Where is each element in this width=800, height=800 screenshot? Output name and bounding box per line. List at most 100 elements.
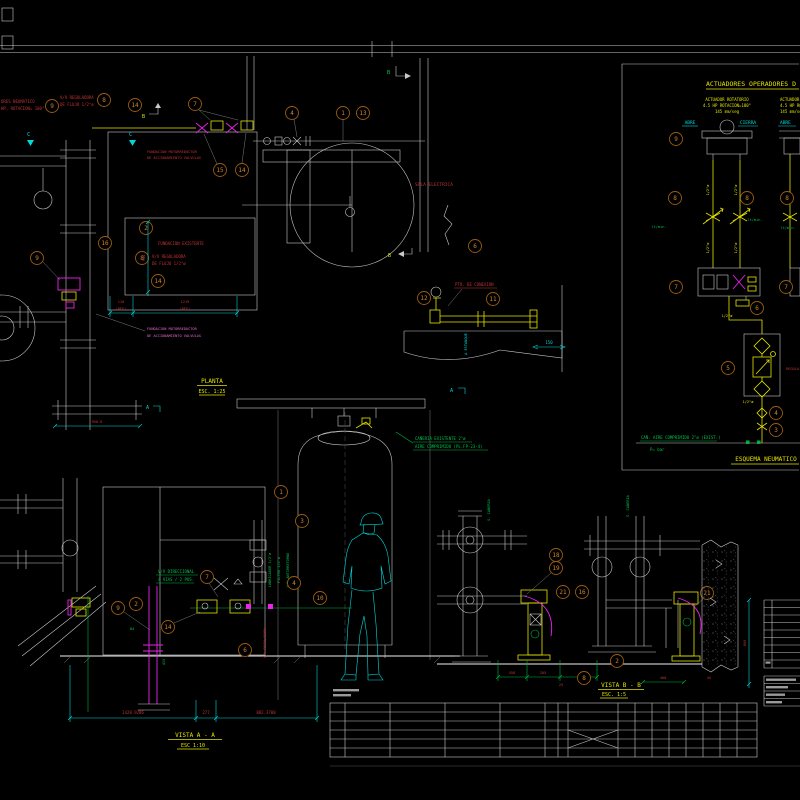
svg-text:C: C [27,132,30,138]
callout-8b: 8 [135,251,149,265]
callout-1b: 1 [274,485,288,499]
person-figure [340,512,392,681]
label-s-caneria-2: S. CAÑERIA [625,494,630,516]
dim-277: 277 [202,710,210,715]
vista-bb-title: VISTA B - B ESC. 1:5 [598,682,644,699]
crossed-cell [567,729,619,749]
pipe-size-label: 1/2"ø [743,400,755,404]
dim-84: 84 [130,627,134,631]
section-marker-c-left: C [27,132,34,146]
svg-text:B: B [142,114,145,120]
label-vv-reguladora-aa: V/V REGULADORA [263,627,267,658]
svg-text:6: 6 [243,647,247,654]
svg-text:13: 13 [359,110,367,117]
callout-3: 3 [295,514,309,528]
callout-7: 7 [188,97,202,111]
break-line [443,204,453,246]
label-abre-2: ABRE [780,120,791,126]
svg-text:10: 10 [316,595,324,602]
callout-16b: 16 [575,585,589,599]
dim-110-ref: (REF) [116,307,127,311]
callout-7d: 7 [779,280,793,294]
solenoid-coil [735,299,750,307]
rotary-actuator-symbol [701,119,753,160]
callout-21: 21 [556,585,570,599]
label-regulador: REGULA [786,367,800,371]
label-filtro: FILTRO 1/2"ø [277,556,281,583]
pipe-size-label: 1/2"ø [734,242,738,254]
svg-text:2: 2 [615,658,619,665]
dim-800: 800 [743,640,747,647]
callout-9b: 9 [30,251,44,265]
sheet-corner-mark [1,35,14,50]
chute-lines [17,585,107,667]
callout-4b: 4 [287,576,301,590]
svg-text:ESC. 1:25: ESC. 1:25 [198,389,225,395]
svg-text:A: A [450,388,453,394]
dim-110: 110 [118,300,125,304]
callout-16: 16 [98,236,112,250]
pipe-size-label: 1/2"ø [734,184,738,196]
actuator-spec-1: ACTUADOR ROTATORIO [705,97,749,102]
svg-text:5: 5 [726,365,730,372]
micro-text-bar [766,678,796,681]
label-caneria-2: AIRE COMPRIMIDO (PL.FP-23-4) [415,444,482,449]
callout-19: 19 [549,561,563,575]
concrete-wall-hatch [702,545,738,667]
valve-cluster-plan-left [57,277,81,309]
svg-text:3: 3 [774,427,778,434]
section-marker-b-mid: B [388,248,413,259]
section-marker-b-top: B [387,66,411,79]
callout-5: 5 [721,361,735,375]
label-fundacion-motorreductor-4: DE ACCIONAMIENTO VALVULAS [147,334,201,338]
label-pto-conexion: PTO. DE CONEXION [455,282,494,287]
svg-text:7: 7 [205,574,209,581]
callout-8: 8 [97,93,111,107]
callout-6b: 6 [238,643,252,657]
micro-text-bar [333,689,359,692]
actuator-spec-3: 145 mm/seg [715,109,740,114]
esquema-title: ESQUEMA NEUMATICO [731,456,799,465]
callout-8f: 8 [780,191,794,205]
svg-text:7: 7 [193,101,197,108]
plan-title: PLANTA ESC. 1:25 [197,378,227,396]
svg-text:9: 9 [116,605,120,612]
callout-11: 11 [486,292,500,306]
title-block [329,599,800,758]
pneumatic-schematic-panel: ACTUADORES OPERADORES D ACTUADOR ROTATOR… [621,63,800,471]
svg-text:9: 9 [50,103,54,110]
callout-13: 13 [356,106,370,120]
svg-text:16: 16 [101,240,109,247]
label-operadores-1: ORES NEUMATICO [1,99,35,104]
callout-14d: 14 [161,620,175,634]
label-lubricador: LUBRICADOR 1/2"ø [268,552,272,587]
pipe-size-label: 1/2"ø [722,314,734,318]
micro-text-bar [766,686,788,689]
callout-12: 12 [417,291,431,305]
svg-text:1: 1 [341,110,345,117]
micro-text-bar [766,701,782,704]
svg-text:8: 8 [140,255,144,262]
callout-6c: 6 [750,301,764,315]
label-fundacion-motorreductor-2: DE ACCIONAMIENTO VALVULAS [147,156,201,160]
svg-text:6: 6 [755,305,759,312]
svg-text:3: 3 [300,518,304,525]
callout-14c: 14 [151,274,165,288]
dim-150: 150 [545,340,553,345]
callout-18: 18 [549,548,563,562]
dim-45: 45 [707,676,711,680]
svg-text:19: 19 [552,565,560,572]
label-direccional-1: V/V DIRECCIONAL [158,569,195,574]
svg-text:VISTA A - A: VISTA A - A [175,732,215,739]
callout-4: 4 [285,106,299,120]
micro-text-bar [765,661,771,664]
revision-table [763,599,800,669]
dim-950: 950.8 [92,420,103,424]
micro-text-bar [333,694,351,697]
label-s-caneria-1: S. CAÑERIA [486,498,491,520]
callout-8d: 8 [668,191,682,205]
dim-25: 25 [559,683,563,687]
callout-7b: 7 [200,570,214,584]
